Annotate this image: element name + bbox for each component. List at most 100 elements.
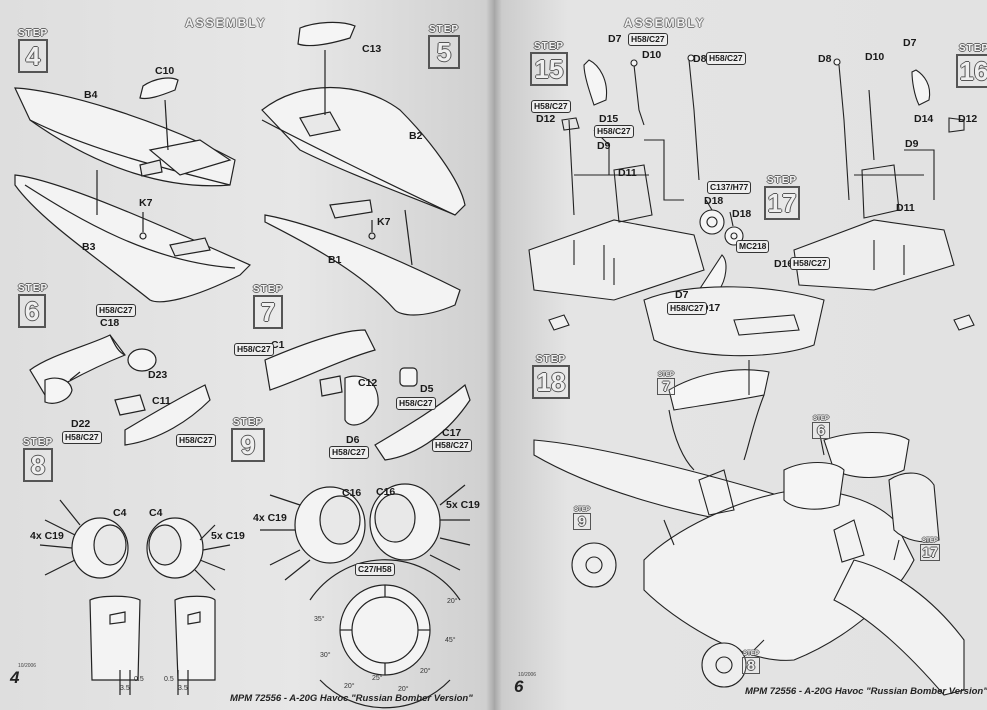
part-label: C12 — [358, 377, 378, 389]
step-label: STEP — [958, 43, 987, 54]
step9-cowling-drawing — [260, 484, 470, 708]
step-17-badge: STEP 17 — [764, 176, 800, 220]
part-label: D8 — [818, 53, 832, 65]
step-number: 8 — [23, 448, 53, 482]
paint-code-tag: H58/C27 — [790, 257, 830, 270]
part-label: D7 — [675, 289, 689, 301]
step-number: 18 — [532, 365, 570, 399]
paint-code-tag: H58/C27 — [531, 100, 571, 113]
paint-code-tag: H58/C27 — [706, 52, 746, 65]
step-18-badge: STEP 18 — [532, 355, 570, 399]
step15-landing-gear-drawing — [529, 55, 704, 330]
left-header-assembly: ASSEMBLY — [185, 16, 267, 30]
angle-label: 30° — [320, 652, 331, 659]
paint-code-tag: H58/C27 — [667, 302, 707, 315]
part-label: C16 — [376, 486, 396, 498]
step-7-badge: STEP 7 — [253, 285, 283, 329]
step-label: STEP — [766, 175, 798, 186]
step-label: STEP — [253, 284, 284, 295]
part-label: D18 — [732, 208, 752, 220]
step8-cowling-drawing — [40, 500, 230, 695]
paint-code-tag: H58/C27 — [176, 434, 216, 447]
step6-nacelle-drawing — [30, 335, 210, 445]
part-label: B4 — [84, 89, 98, 101]
dimension-label: 0.5 — [164, 676, 174, 683]
paint-code-tag: C27/H58 — [355, 563, 395, 576]
step-label: STEP — [23, 437, 54, 448]
part-label: C16 — [342, 487, 362, 499]
step-9-badge: STEP 9 — [231, 418, 265, 462]
step-number: 7 — [253, 295, 283, 329]
part-label: D22 — [71, 418, 91, 430]
page-date: 10/2006 — [518, 672, 537, 678]
part-label: K7 — [377, 216, 391, 228]
instruction-page-right: ASSEMBLY STEP 15 STEP 16 STEP 17 STEP 18… — [494, 0, 987, 710]
step5-wing-drawing — [262, 22, 465, 315]
step-number: 17 — [764, 186, 800, 220]
part-label: K7 — [139, 197, 153, 209]
angle-label: 20° — [398, 686, 409, 693]
step-4-badge: STEP 4 — [18, 29, 48, 73]
mini-step-7-badge: STEP 7 — [657, 372, 675, 395]
part-label: D7 — [608, 33, 622, 45]
part-label: D10 — [865, 51, 885, 63]
right-footer-title: MPM 72556 - A-20G Havoc "Russian Bomber … — [745, 686, 987, 697]
step-number: 4 — [18, 39, 48, 73]
paint-code-tag: C137/H77 — [707, 181, 752, 194]
paint-code-tag: H58/C27 — [432, 439, 472, 452]
angle-label: 25° — [372, 675, 383, 682]
part-label: 5x C19 — [211, 530, 245, 542]
mini-step-17-badge: STEP 17 — [920, 538, 940, 561]
part-label: D6 — [346, 434, 360, 446]
step-5-badge: STEP 5 — [428, 25, 460, 69]
part-label: C4 — [149, 507, 163, 519]
part-label: C1 — [271, 339, 285, 351]
paint-code-tag: H58/C27 — [234, 343, 274, 356]
dimension-label: 3.5 — [178, 685, 188, 692]
step-label: STEP — [428, 24, 460, 35]
right-header-assembly: ASSEMBLY — [624, 16, 706, 30]
step18-aircraft-drawing — [534, 360, 964, 695]
part-label: B1 — [328, 254, 342, 266]
paint-code-tag: H58/C27 — [96, 304, 136, 317]
page-number: 4 — [10, 668, 20, 687]
step-label: STEP — [813, 416, 829, 422]
part-label: D23 — [148, 369, 168, 381]
paint-code-tag: MC218 — [736, 240, 770, 253]
part-label: C18 — [100, 317, 120, 329]
step-number: 8 — [742, 657, 760, 674]
part-label: D7 — [903, 37, 917, 49]
right-page-line-drawings — [494, 0, 987, 710]
page-number: 6 — [514, 677, 524, 696]
angle-label: 20° — [344, 683, 355, 690]
left-footer-title: MPM 72556 - A-20G Havoc "Russian Bomber … — [230, 693, 473, 704]
step-number: 17 — [920, 544, 940, 561]
mini-step-9-badge: STEP 9 — [573, 507, 591, 530]
part-label: D14 — [914, 113, 934, 125]
step-label: STEP — [18, 283, 49, 294]
step-16-badge: STEP 16 — [956, 44, 987, 88]
part-label: 4x C19 — [30, 530, 64, 542]
step-label: STEP — [658, 372, 674, 378]
part-label: D12 — [958, 113, 978, 125]
dimension-label: 3.5 — [120, 685, 130, 692]
part-label: C4 — [113, 507, 127, 519]
paint-code-tag: H58/C27 — [396, 397, 436, 410]
part-label: D5 — [420, 383, 434, 395]
step-number: 9 — [231, 428, 265, 462]
step-15-badge: STEP 15 — [530, 42, 568, 86]
paint-code-tag: H58/C27 — [594, 125, 634, 138]
angle-label: 20° — [420, 668, 431, 675]
part-label: D16 — [774, 258, 794, 270]
paint-code-tag: H58/C27 — [628, 33, 668, 46]
step-label: STEP — [232, 417, 264, 428]
step-label: STEP — [535, 354, 567, 365]
paint-code-tag: H58/C27 — [329, 446, 369, 459]
paint-code-tag: H58/C27 — [62, 431, 102, 444]
fuselage-underside-drawing — [644, 287, 824, 356]
mini-step-6-badge: STEP 6 — [812, 416, 830, 439]
step-number: 7 — [657, 378, 675, 395]
left-page-line-drawings — [0, 0, 494, 710]
page-date: 10/2006 — [18, 663, 37, 669]
part-label: D12 — [536, 113, 556, 125]
